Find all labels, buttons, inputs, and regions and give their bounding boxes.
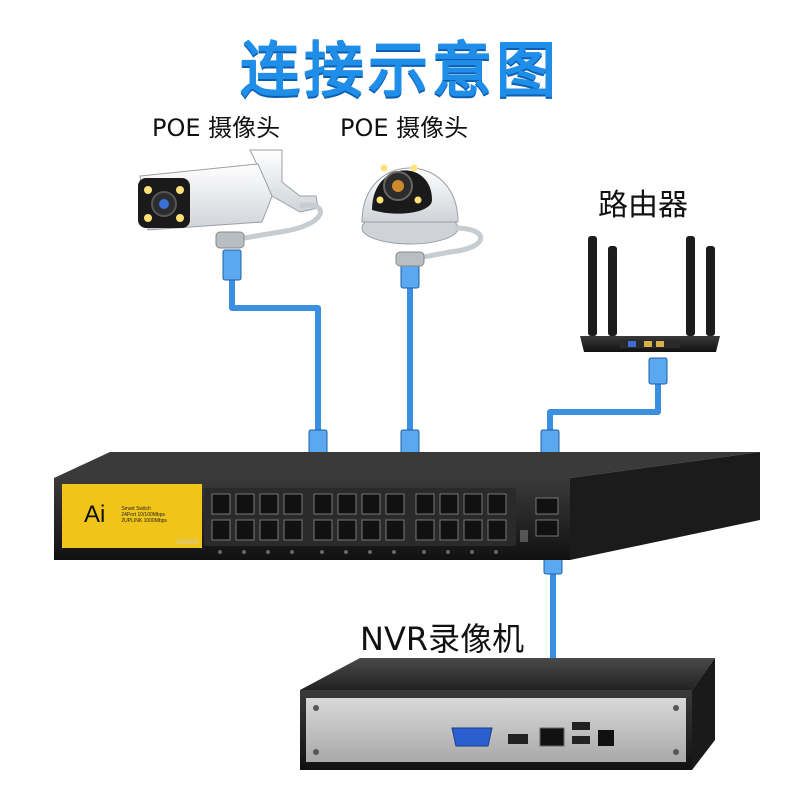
dome-camera-icon	[361, 164, 484, 267]
diagram-title: 连接示意图	[240, 36, 560, 106]
nvr-recorder-icon	[300, 658, 715, 770]
switch-brand-panel: Ai Smart Switch 24Port 10/100Mbps 2UPLIN…	[66, 488, 198, 542]
camera1-label: POE 摄像头	[152, 114, 281, 142]
switch-info-text: Smart Switch 24Port 10/100Mbps 2UPLINK 1…	[121, 506, 167, 524]
switch-brand-text: Ai	[84, 501, 106, 528]
camera2-label: POE 摄像头	[340, 114, 469, 142]
cable-camera1	[229, 278, 321, 440]
switch-info-line3: 2UPLINK 1000Mbps	[121, 518, 167, 524]
switch-info-line2: 24Port 10/100Mbps	[121, 512, 165, 518]
switch-power-label: POWER	[176, 540, 199, 546]
nvr-label: NVR录像机	[360, 620, 525, 658]
poe-switch-icon	[54, 452, 760, 560]
cable-router	[547, 380, 661, 440]
switch-info-line1: Smart Switch	[121, 506, 151, 512]
router-icon	[580, 236, 720, 352]
bullet-camera-icon	[138, 149, 323, 249]
router-label: 路由器	[598, 188, 688, 223]
